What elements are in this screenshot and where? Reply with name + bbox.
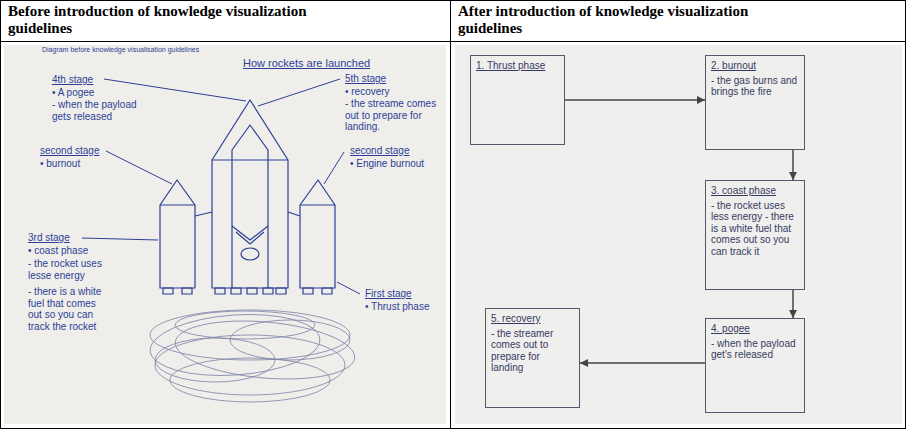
stage-note: - the streame comes out to prepare for l… xyxy=(345,98,440,133)
nozzle xyxy=(276,288,286,294)
booster xyxy=(160,180,195,288)
nozzle xyxy=(263,288,273,294)
stage-phase: • A pogee xyxy=(52,87,142,99)
stage-note: - there is a white fuel that comes out s… xyxy=(28,286,108,332)
stage-phase: • Engine burnout xyxy=(350,158,440,170)
smoke-loop xyxy=(230,320,350,360)
nozzle xyxy=(303,288,313,294)
nozzle xyxy=(163,288,173,294)
table-header: Before introduction of knowledge visuali… xyxy=(8,3,338,36)
leader-line xyxy=(82,238,158,240)
stage-name: First stage xyxy=(365,288,440,300)
booster-seam xyxy=(300,204,335,205)
stage-name: 3rd stage xyxy=(28,232,108,244)
rocket-chevron xyxy=(236,232,264,244)
leader-line xyxy=(258,79,340,106)
stage-phase: • Thrust phase xyxy=(365,301,445,313)
flow-arrow xyxy=(792,150,794,180)
smoke-loop xyxy=(155,335,345,395)
step-text: - the rocket uses less energy - there is… xyxy=(711,200,799,258)
stage-name: 5th stage xyxy=(345,73,415,85)
leader-line xyxy=(104,79,246,101)
stage-name: 4th stage xyxy=(52,74,122,86)
smoke-loop xyxy=(173,314,357,385)
flow-arrow xyxy=(565,99,705,101)
booster xyxy=(300,180,335,288)
nozzle xyxy=(182,288,192,294)
stage-phase: • burnout xyxy=(40,158,120,170)
flow-arrow xyxy=(792,290,794,318)
leader-line xyxy=(106,151,172,184)
stage-phase: • recovery xyxy=(345,86,435,98)
smoke-loop xyxy=(175,311,315,339)
rocket-body xyxy=(212,100,288,288)
stage-note: - the rocket uses lesse energy xyxy=(28,258,108,281)
table-rule xyxy=(0,41,906,42)
process-box: 5. recovery - the streamer comes out to p… xyxy=(485,308,580,408)
step-heading: 4. pogee xyxy=(711,323,799,335)
process-box: 1. Thrust phase xyxy=(470,55,565,145)
nozzle xyxy=(322,288,332,294)
leader-line xyxy=(337,282,360,294)
table-header: After introduction of knowledge visualiz… xyxy=(458,3,788,36)
booster-seam xyxy=(160,204,195,205)
photo-ground xyxy=(455,45,902,424)
step-heading: 2. burnout xyxy=(711,60,799,72)
sketch-caption: Diagram before knowledge visualisation g… xyxy=(42,46,272,54)
nozzle xyxy=(247,288,257,294)
rocket-inner xyxy=(232,125,268,288)
step-heading: 3. coast phase xyxy=(711,185,799,197)
process-box: 2. burnout - the gas burns and brings the… xyxy=(705,55,805,150)
smoke-loop xyxy=(170,358,330,402)
step-heading: 5. recovery xyxy=(491,313,574,325)
stage-phase: • coast phase xyxy=(28,245,108,257)
photo-ground xyxy=(4,45,446,424)
stage-name: second stage xyxy=(350,145,430,157)
table-rule xyxy=(450,0,451,429)
rocket-window xyxy=(241,248,259,260)
process-box: 4. pogee - when the payload get's release… xyxy=(705,318,805,413)
flow-arrow xyxy=(580,362,705,364)
step-text: - the streamer comes out to prepare for … xyxy=(491,328,574,374)
exhaust-scribble xyxy=(148,309,357,402)
step-text: - the gas burns and brings the fire xyxy=(711,75,799,98)
nozzle xyxy=(215,288,225,294)
step-heading: 1. Thrust phase xyxy=(476,60,559,72)
rocket-seam xyxy=(212,159,288,160)
nozzle xyxy=(231,288,241,294)
rocket-sketch xyxy=(160,100,335,294)
booster-strut xyxy=(288,212,300,216)
step-text: - when the payload get's released xyxy=(711,338,799,361)
stage-note: - when the payload gets released xyxy=(52,99,142,122)
leader-line xyxy=(324,152,344,184)
leader-lines xyxy=(82,79,360,294)
sketch-title: How rockets are launched xyxy=(243,57,393,70)
booster-strut xyxy=(195,212,212,216)
stage-name: second stage xyxy=(40,145,120,157)
process-box: 3. coast phase - the rocket uses less ene… xyxy=(705,180,805,290)
